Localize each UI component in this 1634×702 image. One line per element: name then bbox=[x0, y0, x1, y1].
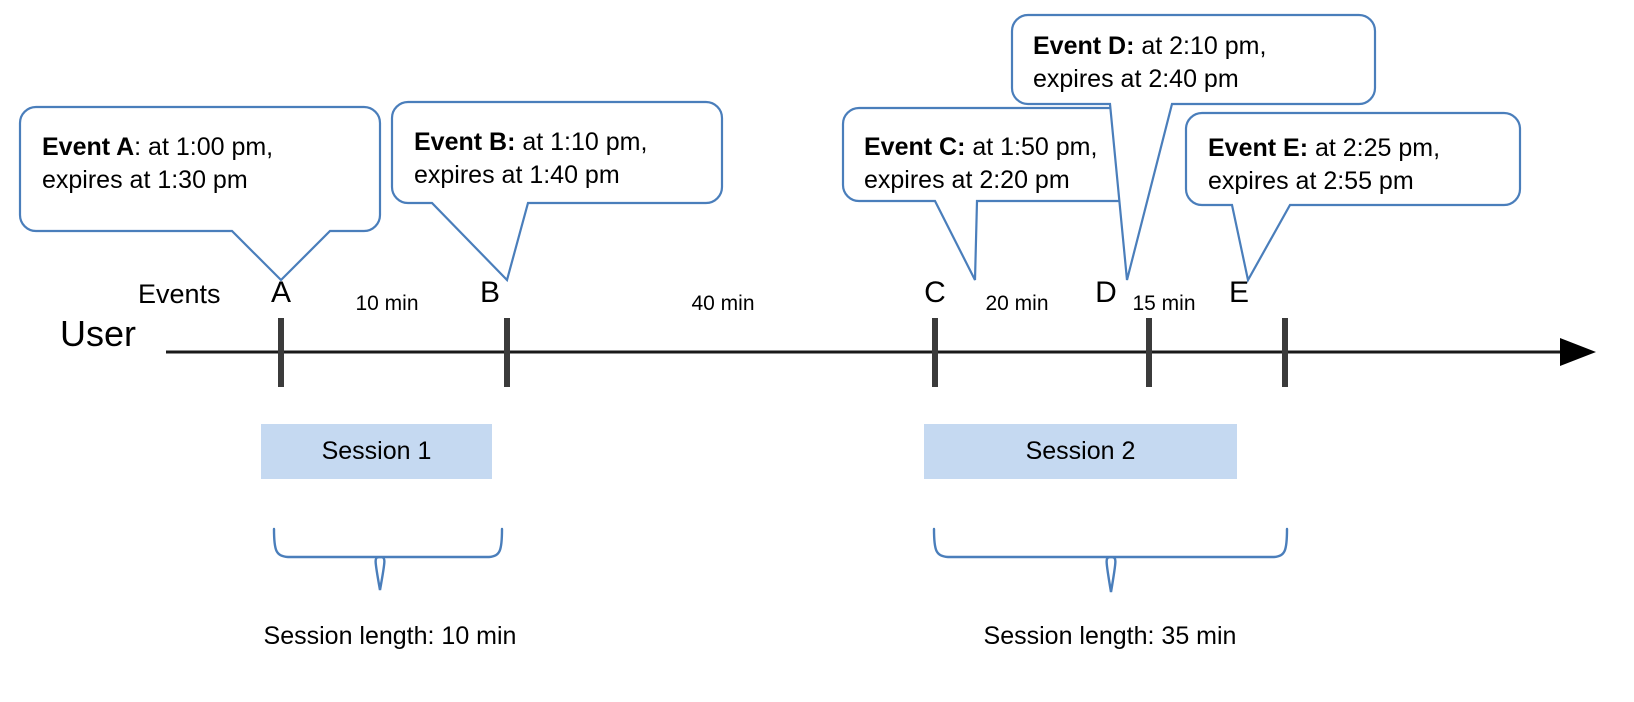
event-e-line2: expires at 2:55 pm bbox=[1208, 167, 1414, 195]
event-d-line2: expires at 2:40 pm bbox=[1033, 65, 1239, 93]
callout-event-b bbox=[390, 100, 724, 283]
event-d-bold: Event D: bbox=[1033, 32, 1135, 60]
callout-event-a bbox=[18, 105, 382, 282]
event-letter-d: D bbox=[1095, 276, 1117, 309]
event-b-line2: expires at 1:40 pm bbox=[414, 161, 620, 189]
event-a-line1: : at 1:00 pm, bbox=[134, 133, 274, 161]
interval-label-ab: 10 min bbox=[355, 292, 419, 315]
brace-session-1 bbox=[272, 527, 504, 591]
event-a-bold: Event A bbox=[42, 133, 135, 161]
event-a-line2: expires at 1:30 pm bbox=[42, 166, 248, 194]
event-letter-e: E bbox=[1228, 276, 1250, 309]
interval-label-cd: 20 min bbox=[985, 292, 1049, 315]
callout-text-event-d: Event D: at 2:10 pm, expires at 2:40 pm bbox=[1033, 30, 1266, 96]
events-label: Events bbox=[138, 279, 221, 309]
session-bar-1: Session 1 bbox=[261, 424, 492, 479]
timeline-arrow-head bbox=[1560, 338, 1596, 366]
callout-text-event-a: Event A: at 1:00 pm, expires at 1:30 pm bbox=[42, 131, 273, 197]
session-bar-2: Session 2 bbox=[924, 424, 1237, 479]
callout-text-event-e: Event E: at 2:25 pm, expires at 2:55 pm bbox=[1208, 132, 1440, 198]
event-b-bold: Event B: bbox=[414, 128, 516, 156]
event-letter-b: B bbox=[479, 276, 501, 309]
event-b-line1: at 1:10 pm, bbox=[515, 128, 648, 156]
event-e-bold: Event E: bbox=[1208, 134, 1309, 162]
interval-label-de: 15 min bbox=[1132, 292, 1196, 315]
event-c-line1: at 1:50 pm, bbox=[965, 133, 1098, 161]
brace-session-2 bbox=[932, 527, 1289, 593]
callout-event-e bbox=[1184, 111, 1522, 284]
callout-event-d bbox=[1010, 13, 1377, 281]
callout-text-event-c: Event C: at 1:50 pm, expires at 2:20 pm bbox=[864, 131, 1097, 197]
axis-row-label-user: User bbox=[60, 313, 137, 354]
session-length-label-2: Session length: 35 min bbox=[983, 622, 1237, 650]
event-c-line2: expires at 2:20 pm bbox=[864, 166, 1070, 194]
event-d-line1: at 2:10 pm, bbox=[1134, 32, 1267, 60]
event-letter-c: C bbox=[924, 276, 946, 309]
session-length-label-1: Session length: 10 min bbox=[263, 622, 517, 650]
event-letter-a: A bbox=[270, 276, 292, 309]
event-c-bold: Event C: bbox=[864, 133, 966, 161]
interval-label-bc: 40 min bbox=[691, 292, 755, 315]
event-e-line1: at 2:25 pm, bbox=[1308, 134, 1441, 162]
callout-text-event-b: Event B: at 1:10 pm, expires at 1:40 pm bbox=[414, 126, 647, 192]
